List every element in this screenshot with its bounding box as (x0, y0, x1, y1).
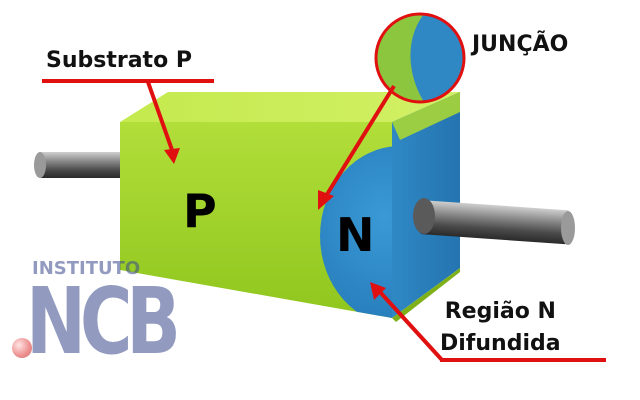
substrato-arrow (42, 79, 214, 164)
institute-watermark: INSTITUTO NCB (12, 258, 181, 398)
junction-zoom-circle (374, 12, 466, 104)
regiao-label-line2: Difundida (440, 331, 561, 356)
p-region-letter: P (183, 184, 217, 238)
block-front-face (120, 122, 392, 318)
left-terminal-rod (34, 152, 134, 178)
substrato-label: Substrato P (46, 48, 192, 73)
right-terminal-rod (413, 198, 575, 245)
watermark-top-text: INSTITUTO (32, 258, 141, 279)
n-diffused-region (320, 146, 392, 318)
watermark-dot-icon (12, 338, 32, 358)
regiao-label-line1: Região N (444, 299, 556, 324)
juncao-label: JUNÇÃO (472, 32, 569, 57)
regiao-arrow (370, 282, 606, 362)
juncao-arrow (318, 84, 396, 210)
regiao-label: Região N Difundida (440, 296, 561, 360)
n-region-letter: N (336, 208, 375, 262)
watermark-main-text: NCB (26, 268, 181, 375)
